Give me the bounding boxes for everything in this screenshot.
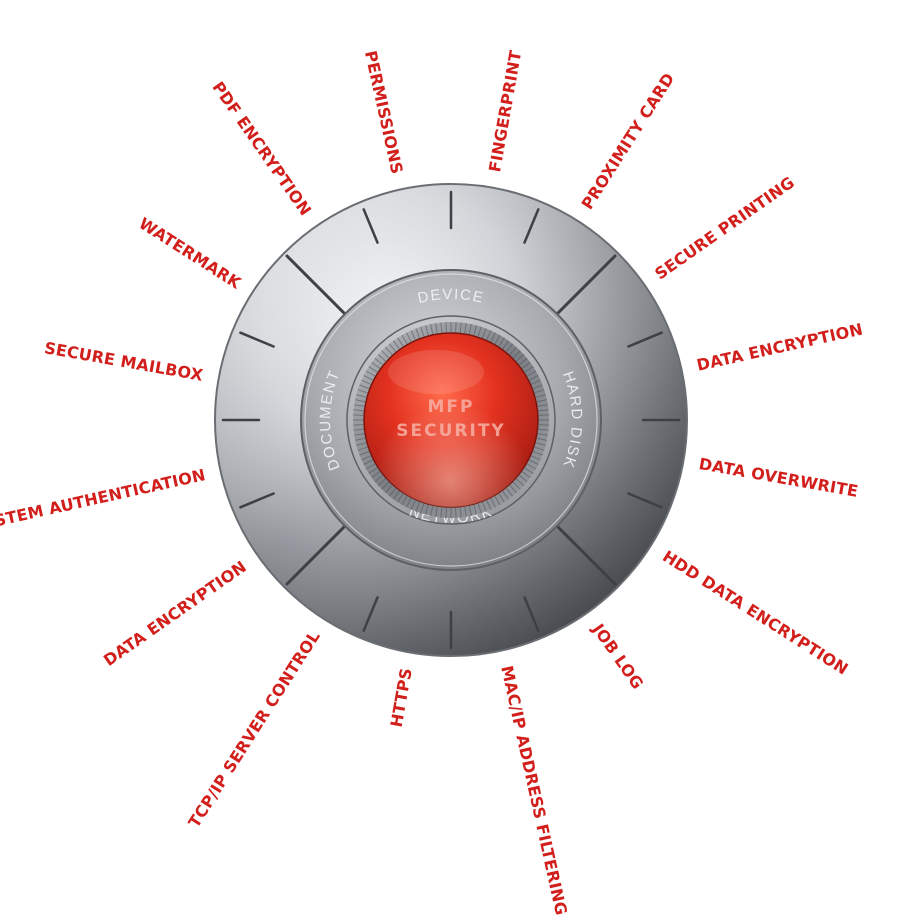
dial-tick: [362, 208, 379, 244]
center-title-line2: SECURITY: [396, 421, 505, 441]
center-title-line1: MFP: [428, 397, 475, 417]
security-dial-diagram: DEVICE HARD DISK NETWORK DOCUMENT MFP SE…: [0, 49, 865, 917]
dial-tick: [362, 596, 379, 632]
dial-tick: [523, 596, 540, 632]
dial-tick: [239, 492, 275, 509]
security-dial: DEVICE HARD DISK NETWORK DOCUMENT MFP SE…: [214, 183, 688, 657]
dial-tick: [627, 492, 663, 509]
ring-label-device: DEVICE: [416, 286, 486, 307]
dial-tick: [523, 208, 540, 244]
dial-tick: [627, 331, 663, 348]
dial-tick: [239, 331, 275, 348]
